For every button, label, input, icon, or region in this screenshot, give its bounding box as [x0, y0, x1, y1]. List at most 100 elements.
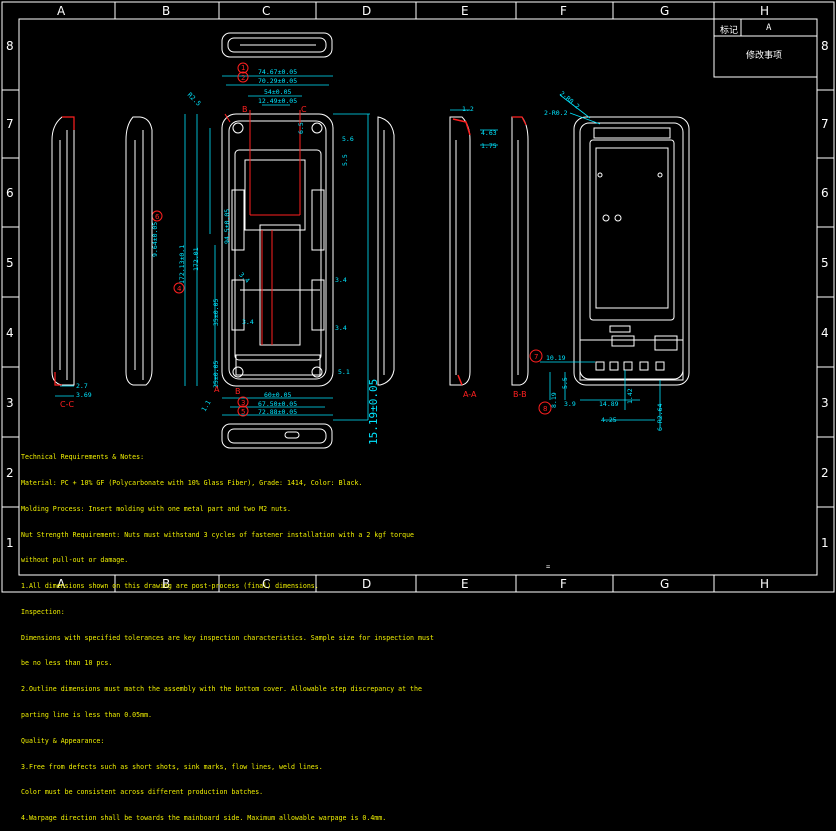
col-label: C	[262, 4, 270, 18]
row-label: 3	[6, 396, 14, 410]
row-label: 5	[821, 256, 829, 270]
note-line: without pull-out or damage.	[21, 556, 129, 565]
note-line: 3.Free from defects such as short shots,…	[21, 762, 323, 771]
dim-rear-7: 14.89	[599, 400, 619, 408]
revision-item: 修改事项	[745, 51, 782, 61]
note-line: 2.Outline dimensions must match the asse…	[21, 685, 422, 694]
col-label: G	[660, 577, 669, 591]
cad-drawing: A B C D E F G H A B C D E F G H 8 7 6 5 …	[1, 1, 835, 593]
dim-rear-1: 2-R0.2	[558, 89, 581, 110]
dim-inner-height: 172.01	[192, 247, 200, 271]
balloon-7: 7	[534, 353, 538, 361]
dim-aa-2: 4.63	[481, 129, 497, 137]
balloon-markers	[151, 62, 552, 417]
section-markers: B C A B	[214, 105, 307, 396]
section-cc-view	[51, 116, 75, 386]
section-c-right: C	[301, 105, 307, 114]
col-label: H	[760, 577, 769, 591]
dim-screw-right: 3.4	[335, 276, 347, 284]
dim-rear-10: 6-R2.64	[656, 404, 664, 431]
technical-notes: Technical Requirements & Notes: Material…	[21, 436, 501, 831]
note-line: Dimensions with specified tolerances are…	[21, 633, 434, 642]
balloon-4: 4	[177, 285, 182, 293]
dim-cc-2: 3.69	[76, 391, 92, 399]
dim-cc-1: 2.7	[76, 382, 88, 390]
view-label-aa: A-A	[463, 390, 477, 399]
bottom-end-view	[221, 423, 333, 449]
col-label: E	[461, 577, 469, 591]
dim-rear-3: 10.19	[546, 354, 566, 362]
section-aa-red	[452, 118, 471, 386]
note-line: Quality & Appearance:	[21, 736, 105, 745]
view-label-bb: B-B	[513, 390, 527, 399]
row-label: 2	[821, 466, 829, 480]
col-label: A	[57, 4, 66, 18]
balloon-5: 5	[241, 408, 245, 416]
balloon-8: 8	[543, 405, 547, 413]
dim-bottom-width: 60±0.05	[264, 391, 291, 399]
row-label: 1	[6, 536, 14, 550]
col-label: G	[660, 4, 669, 18]
dim-thickness: 15.19±0.05	[367, 379, 380, 445]
dim-aa-1: 1.2	[462, 105, 474, 113]
zone-labels-right: 8 7 6 5 4 3 2 1	[821, 39, 829, 550]
col-label: A	[57, 577, 66, 591]
dim-inner-width: 70.29±0.05	[258, 77, 297, 85]
view-label-cc: C-C	[60, 400, 74, 409]
row-label: 6	[6, 186, 14, 200]
dim-depth-side: 9.64±0.05	[151, 222, 159, 257]
dim-slot-width: 54±0.05	[264, 88, 291, 96]
aa-dim-lines	[450, 109, 498, 146]
dim-depth-top: 5.6	[342, 135, 354, 143]
balloon-6: 6	[155, 213, 160, 221]
section-aa-view	[449, 116, 471, 386]
dim-rear-5: 5.5	[561, 377, 569, 389]
dim-overall-width: 74.67±0.05	[258, 68, 297, 76]
balloon-3: 3	[241, 399, 245, 407]
section-cc-red	[54, 116, 75, 386]
note-line: 1.All dimensions shown on this drawing a…	[21, 582, 319, 591]
dim-slot-small: 12.49±0.05	[258, 97, 297, 105]
note-line: parting line is less than 0.05mm.	[21, 711, 153, 719]
cc-dims	[55, 385, 74, 397]
dim-height-mid: 35±0.05	[212, 299, 220, 326]
dim-screw-left: 3.4	[237, 271, 251, 285]
note-line: Technical Requirements & Notes:	[21, 453, 145, 462]
rear-dim-lines	[540, 94, 661, 428]
section-bb-left-view	[125, 116, 153, 386]
revision-value: A	[766, 23, 772, 33]
note-line: 4.Warpage direction shall be towards the…	[21, 814, 387, 823]
right-side-view	[377, 116, 395, 386]
section-b-left: B	[242, 105, 248, 114]
dim-side-offset: 6.5	[297, 122, 305, 134]
zone-labels-top: A B C D E F G H	[57, 4, 769, 18]
dim-bottom-width2: 67.50±0.05	[258, 400, 297, 408]
balloon-1: 1	[241, 64, 245, 72]
col-label: F	[560, 577, 567, 591]
dim-bottom-l: 1.1	[200, 399, 213, 413]
col-label: F	[560, 4, 567, 18]
dim-depth-2: 5.5	[341, 154, 349, 166]
row-label: 8	[821, 39, 829, 53]
dim-rear-6: 3.9	[564, 400, 576, 408]
row-label: 7	[821, 117, 829, 131]
revision-table-header: 标记 A	[714, 22, 822, 36]
zone-labels-bottom: A B C D E F G H	[57, 577, 769, 591]
row-label: 3	[821, 396, 829, 410]
dim-screw-right2: 3.4	[335, 324, 347, 332]
dim-bottom-width3: 72.88±0.05	[258, 408, 297, 416]
revision-mark-label: 标记	[720, 26, 739, 36]
balloon-2: 2	[241, 74, 245, 82]
section-bb-red	[512, 116, 527, 126]
dim-rear-2: 2-R0.2	[544, 109, 568, 117]
dim-rear-9: 4.25	[601, 416, 617, 424]
top-end-view	[221, 32, 333, 58]
section-bb-view	[511, 116, 529, 386]
note-line: Nut Strength Requirement: Nuts must with…	[21, 530, 415, 539]
row-label: 4	[821, 326, 829, 340]
revision-table	[713, 18, 818, 78]
col-label: E	[461, 4, 469, 18]
dim-screw-left2: 3.4	[242, 318, 254, 326]
col-label: H	[760, 4, 769, 18]
section-a-left: A	[214, 385, 220, 394]
